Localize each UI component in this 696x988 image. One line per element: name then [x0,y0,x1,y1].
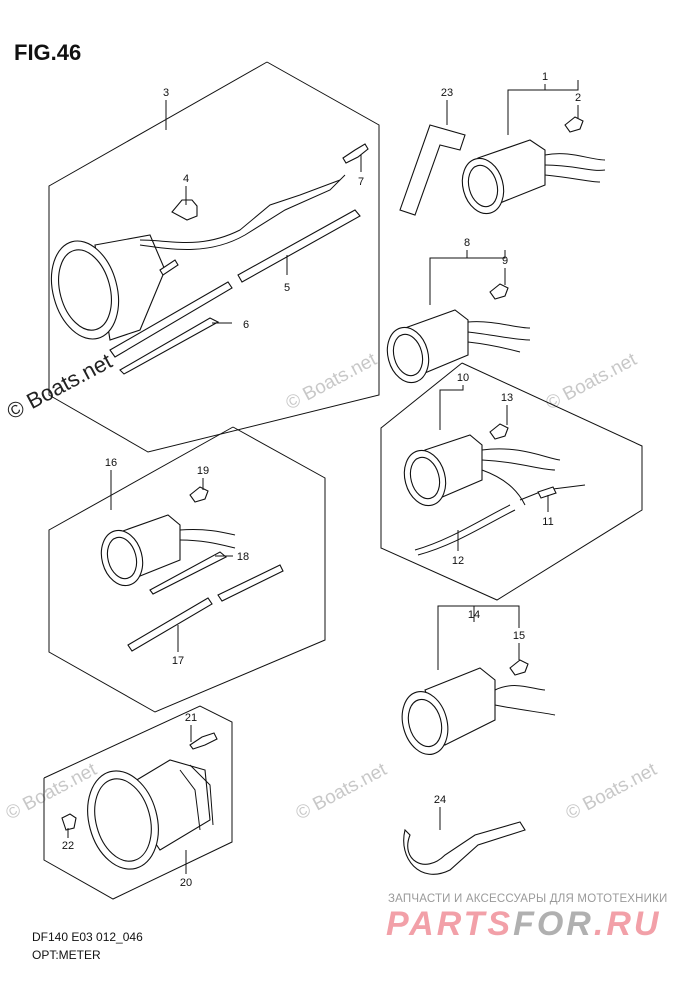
part-22-bulb [61,813,77,831]
callout-11: 11 [542,516,553,528]
callout-7: 7 [358,176,364,188]
callout-6: 6 [243,319,249,331]
part-5-tube [237,209,361,283]
part-11-connector [537,486,557,499]
part-7-bulb [342,143,369,164]
kit-box-10 [380,362,643,601]
callout-17: 17 [172,655,184,667]
part-5-tube [109,281,233,358]
partsfor-tagline: ЗАПЧАСТИ И АКСЕССУАРЫ ДЛЯ МОТОТЕХНИКИ [388,893,668,905]
callout-labels: 1 2 3 4 5 6 7 8 9 10 11 12 13 14 15 16 1… [62,71,581,889]
callout-12: 12 [452,555,464,567]
part-18-tie [149,551,227,595]
callout-14: 14 [468,609,480,621]
callout-18: 18 [237,551,249,563]
boats-watermarks: © Boats.net © Boats.net © Boats.net © Bo… [2,348,660,824]
part-4-bulb [171,199,198,221]
callout-21: 21 [185,712,197,724]
partsfor-logo-c: .RU [593,905,662,943]
callout-16: 16 [105,457,117,469]
kit-box-16 [48,426,326,713]
callout-24: 24 [434,794,446,806]
part-9-bulb [489,283,509,300]
part-19-bulb [189,486,209,503]
gauge-1 [461,139,606,215]
callout-13: 13 [501,392,513,404]
boats-watermark: © Boats.net [542,349,640,415]
section-name: OPT:METER [32,948,101,962]
part-24-bracket [403,821,526,875]
model-code: DF140 E03 012_046 [32,930,143,944]
callout-15: 15 [513,630,525,642]
callout-19: 19 [197,465,209,477]
partsfor-logo-a: PARTS [386,905,514,943]
part-13-bulb [489,423,509,440]
gauge-14 [401,667,556,755]
part-23-bracket [399,124,466,216]
part-17-tube [127,597,213,652]
boats-watermark: © Boats.net [292,759,390,825]
callout-4: 4 [183,173,189,185]
gauge-20 [87,759,214,870]
leader-lines [67,80,579,874]
callout-20: 20 [180,877,192,889]
part-6-tie [119,317,220,375]
partsfor-logo: PARTSFOR.RU [386,905,661,944]
partsfor-logo-b: FOR [513,905,594,943]
callout-9: 9 [502,255,508,267]
part-15-bulb [509,659,529,676]
callout-22: 22 [62,840,74,852]
kit-box-20 [43,705,233,900]
callout-8: 8 [464,237,470,249]
callout-1: 1 [542,71,548,83]
callout-5: 5 [284,282,290,294]
boats-watermark: © Boats.net [562,759,660,825]
callout-10: 10 [457,372,469,384]
callout-23: 23 [441,87,453,99]
part-2-bulb [564,116,584,133]
boats-watermark: © Boats.net [2,759,100,825]
boats-watermark: © Boats.net [282,349,380,415]
boats-watermark: © Boats.net [3,348,117,424]
gauge-16 [100,514,236,587]
part-21-bulb [189,732,218,750]
callout-2: 2 [575,92,581,104]
gauge-3 [50,174,346,341]
kit-box-3 [48,61,380,453]
gauge-8 [386,309,531,384]
figure-title: FIG.46 [14,40,82,65]
part-17-tube [217,564,284,602]
callout-3: 3 [163,87,169,99]
gauge-10 [403,434,586,556]
